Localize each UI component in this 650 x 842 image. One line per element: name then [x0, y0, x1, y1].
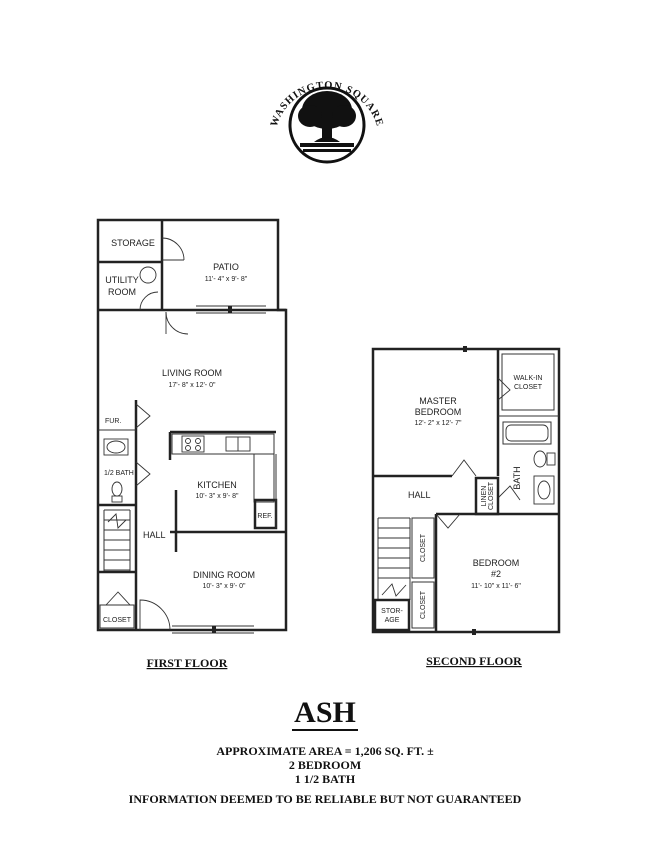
label-storage-1: STOR-	[381, 608, 403, 615]
label-utility-2: ROOM	[108, 287, 136, 297]
label-closet-upper: CLOSET	[420, 533, 427, 562]
label-utility-1: UTILITY	[105, 275, 139, 285]
model-title: ASH	[0, 696, 650, 731]
label-linen-1: LINEN	[481, 486, 488, 507]
label-linen-2: CLOSET	[488, 481, 495, 510]
label-ref: REF.	[257, 513, 272, 520]
label-master-2: BEDROOM	[415, 407, 462, 417]
label-master-1: MASTER	[419, 396, 457, 406]
label-dining-room: DINING ROOM	[193, 570, 255, 580]
bath-count: 1 1/2 BATH	[294, 772, 356, 786]
label-fur: FUR.	[105, 418, 121, 425]
label-dining-dim: 10'- 3" x 9'- 0"	[202, 583, 246, 590]
label-hall-first: HALL	[143, 530, 166, 540]
first-floor-caption: FIRST FLOOR	[147, 656, 228, 670]
label-storage-2: AGE	[385, 617, 400, 624]
label-bedroom2-2: #2	[491, 569, 501, 579]
label-walkin-2: CLOSET	[514, 384, 543, 391]
label-closet-lower: CLOSET	[420, 590, 427, 619]
label-patio: PATIO	[213, 262, 239, 272]
label-half-bath: 1/2 BATH	[104, 470, 134, 477]
range-icon	[181, 435, 205, 453]
label-kitchen-dim: 10'- 3" x 9'- 8"	[195, 493, 239, 500]
approximate-area: APPROXIMATE AREA = 1,206 SQ. FT. ±	[216, 744, 434, 758]
model-name: ASH	[292, 696, 358, 731]
stairs-second-floor	[377, 517, 411, 600]
washington-square-logo: WASHINGTON SQUARE	[269, 80, 384, 164]
bedroom-count: 2 BEDROOM	[288, 758, 362, 772]
label-living-dim: 17'- 8" x 12'- 0"	[169, 382, 216, 389]
stairs-first-floor	[103, 509, 131, 572]
oak-tree-icon	[298, 91, 356, 152]
label-master-dim: 12'- 2" x 12'- 7"	[415, 420, 462, 427]
first-floor-plan: STORAGE UTILITY ROOM PATIO 11'- 4" x 9'-…	[96, 218, 288, 670]
label-kitchen: KITCHEN	[197, 480, 237, 490]
label-hall-second: HALL	[408, 490, 431, 500]
disclaimer: INFORMATION DEEMED TO BE RELIABLE BUT NO…	[128, 792, 522, 806]
label-storage: STORAGE	[111, 238, 155, 248]
label-walkin-1: WALK-IN	[514, 375, 543, 382]
label-closet-first: CLOSET	[103, 617, 132, 624]
label-bedroom2-dim: 11'- 10" x 11'- 6"	[471, 583, 521, 590]
second-floor-plan: MASTER BEDROOM 12'- 2" x 12'- 7" WALK-IN…	[371, 346, 561, 668]
label-bath-second: BATH	[512, 466, 522, 489]
second-floor-caption: SECOND FLOOR	[426, 654, 522, 668]
label-living-room: LIVING ROOM	[162, 368, 222, 378]
label-bedroom2-1: BEDROOM	[473, 558, 520, 568]
label-patio-dim: 11'- 4" x 9'- 8"	[205, 276, 248, 283]
